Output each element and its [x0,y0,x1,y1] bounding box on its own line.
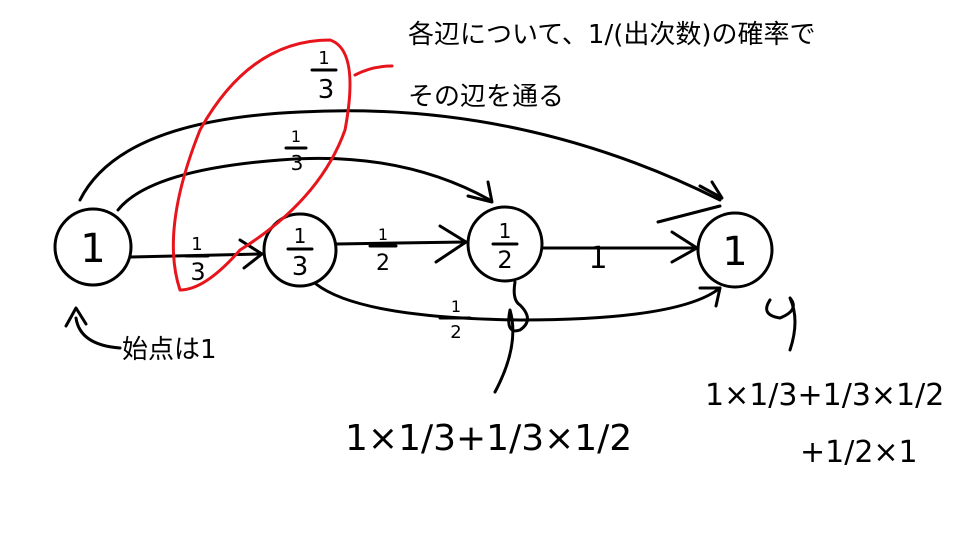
svg-text:1: 1 [291,127,301,146]
edge-b-to-c [334,224,468,264]
rule-note-line2: その辺を通る [408,82,565,112]
node-c [466,205,544,283]
node-start [53,207,133,287]
edge-label-c-to-end: 1 [588,241,607,276]
svg-text:1: 1 [451,297,461,316]
note-pointer-line [353,64,394,77]
node-start-value: 1 [80,226,105,272]
rule-note-line1: 各辺について、1/(出次数)の確率で [408,20,816,50]
svg-text:3: 3 [190,258,205,286]
svg-text:1: 1 [318,48,329,69]
start-pointer-arrow [74,316,122,350]
svg-text:1: 1 [378,225,388,244]
highlight-loop [171,38,352,292]
edge-start-to-end [78,109,724,224]
edge-label-start-to-c: 1 3 [284,127,308,175]
node-b-value: 1 3 [286,224,314,282]
node-b [262,212,338,288]
svg-text:2: 2 [450,322,461,343]
node-end-calc-pointer [765,296,797,352]
edge-label-b-to-end: 1 2 [438,297,472,343]
svg-text:1: 1 [294,224,307,248]
node-end-value: 1 [722,229,747,275]
edge-c-to-end [540,230,699,264]
edge-label-start-to-b: 1 3 [184,234,210,286]
svg-text:1: 1 [191,234,202,255]
svg-text:3: 3 [318,75,335,105]
node-c-calc: 1×1/3+1/3×1/2 [345,418,632,459]
edge-b-to-end [314,282,722,322]
node-c-value: 1 2 [491,219,519,274]
svg-text:3: 3 [292,252,309,282]
node-c-calc-pointer [493,280,529,394]
edge-label-start-to-end: 1 3 [310,48,338,105]
edge-label-b-to-c: 1 2 [368,225,398,276]
node-end-calc-line1: 1×1/3+1/3×1/2 [705,378,944,413]
node-end [696,211,774,289]
svg-text:2: 2 [497,246,512,274]
node-end-calc-line2: +1/2×1 [800,435,918,470]
start-annotation: 始点は1 [122,335,217,365]
svg-text:3: 3 [291,151,304,175]
svg-text:2: 2 [376,251,390,276]
svg-text:1: 1 [499,219,512,243]
edge-start-to-c [116,156,494,212]
